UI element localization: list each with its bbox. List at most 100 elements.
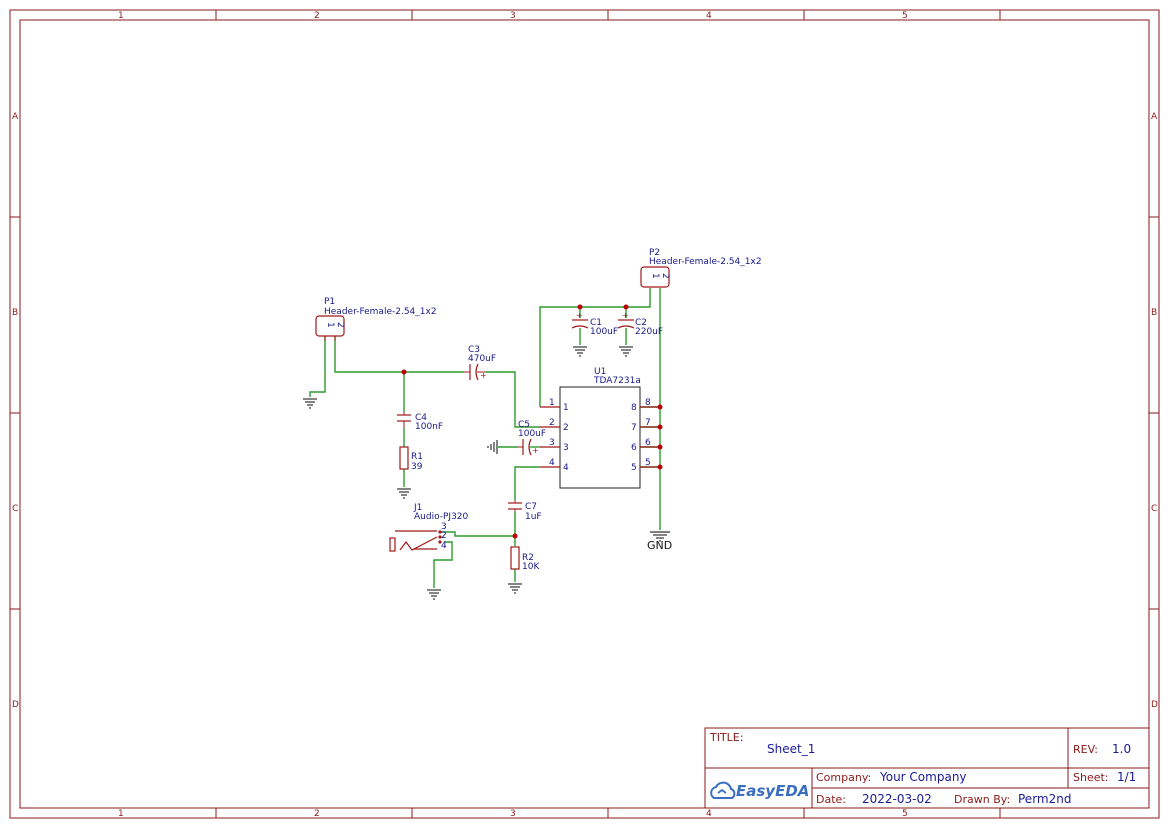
c2-value: 220uF: [635, 327, 663, 337]
c5-polarity: +: [532, 446, 539, 455]
c2-capacitor[interactable]: [617, 319, 635, 329]
zone-row-right-d: D: [1151, 700, 1158, 710]
c1-ref: C1: [590, 318, 602, 328]
c3-polarity: +: [480, 371, 487, 380]
c2-ref: C2: [635, 318, 647, 328]
c4-capacitor[interactable]: [397, 412, 411, 428]
c1-capacitor[interactable]: [571, 319, 589, 329]
j1-audio-jack[interactable]: [389, 530, 442, 552]
easyeda-cloud-icon: [710, 781, 736, 799]
sheet-label: Sheet:: [1073, 771, 1109, 784]
sheet-value: 1/1: [1117, 770, 1136, 784]
date-label: Date:: [816, 793, 846, 806]
zone-row-left-a: A: [12, 112, 19, 122]
p1-header[interactable]: [315, 315, 345, 341]
c3-ref: C3: [468, 345, 480, 355]
drawn-by-value: Perm2nd: [1018, 792, 1071, 806]
c2-polarity: +: [622, 311, 629, 320]
u1-pin8-inner: 8: [631, 403, 637, 413]
u1-ic[interactable]: [540, 386, 660, 489]
company-label: Company:: [816, 771, 871, 784]
c7-value: 1uF: [525, 512, 542, 522]
zone-col-bottom-3: 3: [510, 809, 516, 819]
zone-dividers: [10, 10, 1159, 818]
rev-label: REV:: [1073, 743, 1098, 756]
u1-pin7-outer: 7: [645, 418, 651, 428]
company-value: Your Company: [879, 770, 967, 784]
p1-pin1-label: 1: [325, 322, 335, 328]
p1-value: Header-Female-2.54_1x2: [324, 307, 437, 317]
c3-value: 470uF: [468, 354, 496, 364]
u1-pin3-inner: 3: [563, 443, 569, 453]
zone-col-bottom-5: 5: [902, 809, 908, 819]
zone-row-right-a: A: [1151, 112, 1158, 122]
r1-resistor[interactable]: [399, 446, 409, 470]
p2-value: Header-Female-2.54_1x2: [649, 257, 762, 267]
u1-pin3-outer: 3: [549, 438, 555, 448]
u1-pin7-inner: 7: [631, 423, 637, 433]
p2-pin2-label: 2: [660, 273, 670, 279]
c5-capacitor[interactable]: [518, 438, 532, 456]
gnd-net-label: GND: [647, 539, 672, 552]
j1-pin4: 4: [441, 541, 447, 551]
u1-ref: U1: [594, 367, 606, 377]
p2-pin1-label: 1: [650, 273, 660, 279]
sheet-title: Sheet_1: [767, 742, 815, 756]
u1-pin5-inner: 5: [631, 463, 637, 473]
u1-pin4-outer: 4: [549, 458, 555, 468]
zone-row-left-d: D: [12, 700, 19, 710]
p2-header[interactable]: [640, 266, 670, 288]
r2-ref: R2: [522, 553, 534, 563]
drawn-by-label: Drawn By:: [954, 793, 1010, 806]
u1-pin2-inner: 2: [563, 423, 569, 433]
c4-value: 100nF: [415, 422, 443, 432]
c5-ref: C5: [518, 420, 530, 430]
zone-col-bottom-1: 1: [118, 809, 124, 819]
c1-value: 100uF: [590, 327, 618, 337]
u1-pin5-outer: 5: [645, 458, 651, 468]
u1-pin1-inner: 1: [563, 403, 569, 413]
zone-row-left-c: C: [12, 504, 18, 514]
r2-value: 10K: [522, 562, 540, 572]
j1-value: Audio-PJ320: [414, 512, 469, 522]
ground-symbols: [303, 346, 670, 600]
p1-pin2-label: 2: [335, 322, 345, 328]
p2-ref: P2: [649, 248, 660, 258]
zone-col-top-2: 2: [314, 11, 320, 21]
zone-col-top-1: 1: [118, 11, 124, 21]
u1-pin2-outer: 2: [549, 418, 555, 428]
c7-capacitor[interactable]: [508, 500, 522, 512]
outer-border: [9, 9, 1160, 819]
c3-capacitor[interactable]: [464, 363, 486, 381]
r1-value: 39: [411, 462, 423, 472]
zone-row-left-b: B: [12, 308, 18, 318]
zone-col-top-5: 5: [902, 11, 908, 21]
j1-ref: J1: [413, 503, 422, 513]
zone-row-right-b: B: [1151, 308, 1157, 318]
title-block: [704, 727, 1150, 809]
p1-ref: P1: [324, 297, 335, 307]
r2-resistor[interactable]: [510, 546, 520, 570]
r1-ref: R1: [411, 452, 423, 462]
j1-pin3: 3: [441, 522, 447, 532]
zone-col-bottom-2: 2: [314, 809, 320, 819]
j1-pin2: 2: [441, 531, 447, 541]
zone-col-top-4: 4: [706, 11, 712, 21]
title-label: TITLE:: [709, 731, 743, 744]
u1-pin4-inner: 4: [563, 463, 569, 473]
u1-pin1-outer: 1: [549, 398, 555, 408]
c4-ref: C4: [415, 413, 427, 423]
zone-row-right-c: C: [1151, 504, 1157, 514]
c7-ref: C7: [525, 502, 537, 512]
u1-pin6-outer: 6: [645, 438, 651, 448]
c1-polarity: +: [576, 311, 583, 320]
date-value: 2022-03-02: [862, 792, 932, 806]
zone-col-bottom-4: 4: [706, 809, 712, 819]
c5-value: 100uF: [518, 429, 546, 439]
u1-value: TDA7231a: [593, 376, 641, 386]
zone-col-top-3: 3: [510, 11, 516, 21]
u1-pin8-outer: 8: [645, 398, 651, 408]
u1-pin6-inner: 6: [631, 443, 637, 453]
easyeda-logo-text: EasyEDA: [736, 782, 809, 800]
